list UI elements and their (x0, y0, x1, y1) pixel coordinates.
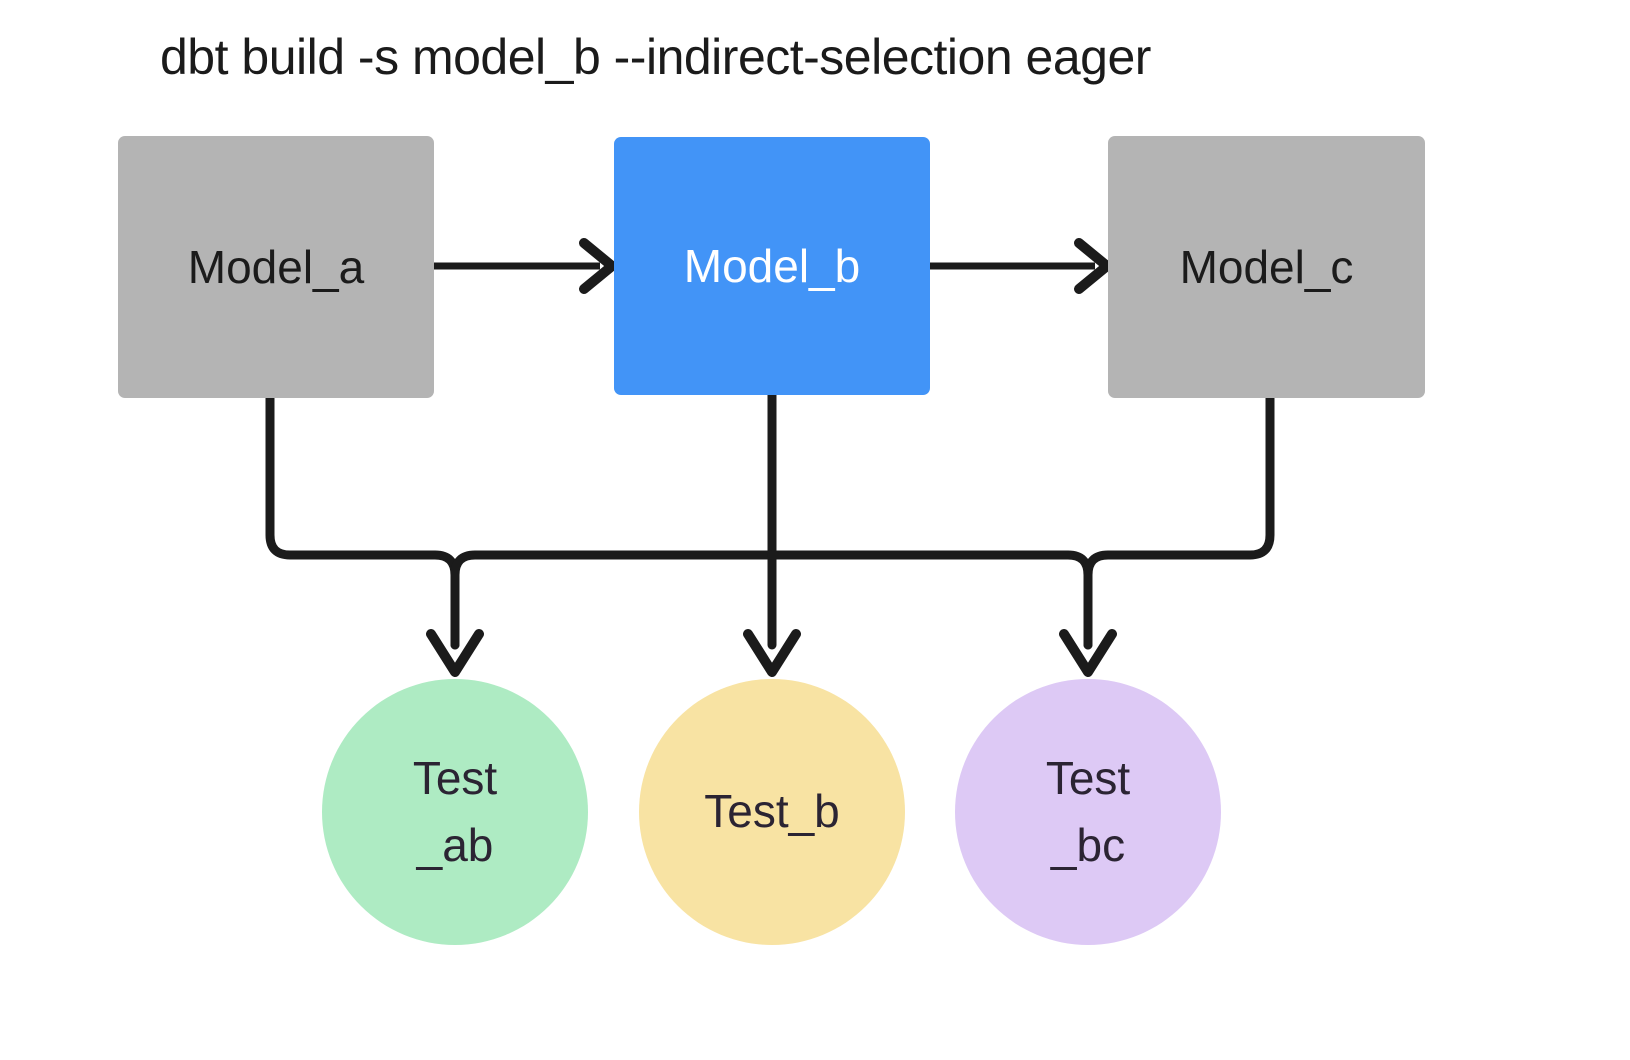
node-test-b-label-line1: Test_b (704, 785, 840, 838)
node-test-ab-label-line2: _ab (416, 819, 494, 871)
node-model-a-label: Model_a (187, 241, 365, 293)
node-test-bc-label-line1: Test (1045, 751, 1131, 804)
node-model-b[interactable]: Model_b (614, 137, 930, 395)
node-test-ab-label-line1: Test (412, 751, 498, 804)
edge-model-b-to-test-b (743, 389, 801, 677)
node-test-ab[interactable]: Test _ab (322, 679, 588, 945)
edge-model-b-to-test-ab (450, 550, 777, 650)
node-model-a[interactable]: Model_a (118, 136, 434, 398)
diagram-title: dbt build -s model_b --indirect-selectio… (160, 29, 1151, 85)
node-test-b[interactable]: Test_b (639, 679, 905, 945)
node-model-b-label: Model_b (683, 240, 861, 292)
edge-model-b-to-test-bc (767, 550, 1117, 677)
edge-model-b-to-model-c (930, 238, 1112, 294)
edge-model-a-to-model-b (434, 238, 617, 294)
node-model-c[interactable]: Model_c (1108, 136, 1425, 398)
edge-model-c-to-test-bc (1083, 393, 1275, 650)
edge-model-a-to-test-ab (265, 393, 484, 677)
node-model-c-label: Model_c (1179, 241, 1354, 293)
node-test-bc[interactable]: Test _bc (955, 679, 1221, 945)
node-test-bc-label-line2: _bc (1050, 819, 1126, 871)
